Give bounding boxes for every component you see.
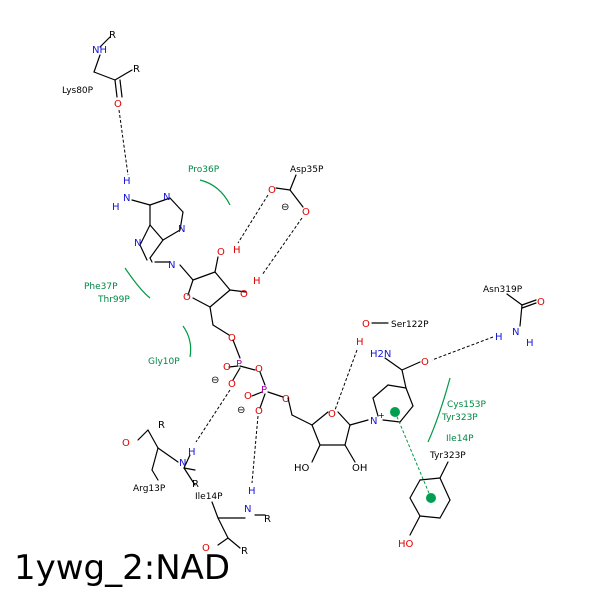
adenine-amine-h: H — [123, 176, 131, 187]
adenine-amine-h2: H — [112, 202, 120, 213]
lys80-label: Lys80P — [62, 86, 94, 96]
ser122-residue: O H Ser122P — [356, 319, 429, 348]
arg13-h: H — [188, 447, 196, 458]
phosphate-b-o1: O — [244, 391, 252, 402]
cys153-contact-arc — [427, 377, 451, 443]
ser122-o: O — [362, 319, 370, 330]
phosphate-b-o3: O — [282, 394, 290, 405]
asp35-o1: O — [268, 185, 276, 196]
nicotinamide-ribose-oh1: HO — [294, 463, 310, 474]
asn319-label: Asn319P — [483, 285, 523, 295]
hbond-lys80-adenine — [118, 109, 129, 176]
phosphate-a-p: P — [236, 359, 242, 370]
adenine-amine-n: N — [123, 193, 130, 204]
tyr323-ring-centroid — [426, 493, 436, 503]
ile14-n: N — [244, 504, 251, 515]
lys80-nh: NH — [92, 45, 107, 56]
nicotinamide-n: N — [370, 416, 377, 427]
asn319-h1: H — [495, 332, 503, 343]
asn319-h2: H — [526, 338, 534, 349]
asn319-residue: Asn319P O N H H — [483, 285, 545, 349]
ribose-ring-o: O — [183, 292, 191, 303]
ser122-label: Ser122P — [391, 320, 429, 330]
nicotinamide-ring: N + H2N O — [370, 349, 429, 427]
asp35-o2: O — [302, 207, 310, 218]
asp35-charge: ⊖ — [281, 202, 289, 213]
gly10-label: Gly10P — [148, 357, 180, 367]
nicotinamide-ribose-oh2: OH — [352, 463, 367, 474]
pro36-label: Pro36P — [188, 165, 220, 175]
tyr323-residue: Tyr323P HO — [398, 451, 466, 550]
nicotinamide-amine: H2N — [370, 349, 391, 360]
lys80-r2: R — [133, 64, 140, 75]
hbond-asp35-ribose-o3 — [261, 217, 303, 276]
cys153-label: Cys153P — [447, 400, 486, 410]
phosphate-a-charge: ⊖ — [211, 375, 219, 386]
adenine-ring: N N N N H N H — [112, 176, 185, 271]
hbond-asp35-ribose-o2 — [237, 194, 269, 244]
phosphate-bridge-o: O — [255, 364, 263, 375]
phosphate-b-p: P — [261, 385, 267, 396]
ile14-contact-label: Ile14P — [446, 434, 474, 444]
hbond-ser122-ribose — [334, 349, 358, 411]
lys80-r1: R — [109, 30, 116, 41]
ser122-h: H — [356, 337, 364, 348]
tyr323-ho: HO — [398, 539, 414, 550]
arg13-n: N — [179, 458, 186, 469]
adenine-n7: N — [134, 238, 141, 249]
ile14-label: Ile14P — [195, 492, 223, 502]
lys80-o: O — [114, 99, 122, 110]
ribose-o3: O — [240, 289, 248, 300]
ribose-o2: O — [217, 247, 225, 258]
pro36-contact-arc — [199, 179, 231, 206]
phosphate-a-o1: O — [223, 362, 231, 373]
nicotinamide-plus: + — [378, 411, 385, 420]
ile14-residue: Ile14P N H R O R — [195, 486, 271, 557]
tyr323-contact-label: Tyr323P — [441, 413, 478, 423]
arg13-r1: R — [158, 420, 165, 431]
adenosine-ribose: O O H O H O — [179, 245, 261, 344]
gly10-contact-arc — [182, 325, 192, 358]
ile14-r1: R — [264, 514, 271, 525]
arg13-r2: R — [192, 479, 199, 490]
hbond-phosphate-ile14 — [251, 415, 259, 484]
adenine-n3: N — [178, 224, 185, 235]
adenine-n9: N — [168, 260, 175, 271]
nicotinamide-ribose-o: O — [328, 409, 336, 420]
phe37-label: Phe37P — [84, 282, 118, 292]
ribose-o5: O — [228, 333, 236, 344]
tyr323-label: Tyr323P — [429, 451, 466, 461]
asn319-o: O — [537, 297, 545, 308]
ile14-r2: R — [241, 546, 248, 557]
arg13-o: O — [122, 438, 130, 449]
phosphate-a-o2: O — [228, 379, 236, 390]
asn319-n: N — [512, 327, 519, 338]
asp35-residue: O O ⊖ Asp35P — [268, 165, 324, 218]
diphosphate-bridge: P O O ⊖ O P O O ⊖ O — [211, 339, 290, 417]
hbond-phosphate-arg13 — [195, 389, 231, 443]
phosphate-b-o2: O — [255, 406, 263, 417]
arg13-label: Arg13P — [133, 484, 166, 494]
ribose-o3-h: H — [253, 276, 261, 287]
diagram-title: 1ywg_2:NAD — [14, 548, 231, 588]
nicotinamide-o: O — [421, 357, 429, 368]
hbond-asn319-amide — [431, 336, 494, 361]
asp35-label: Asp35P — [290, 165, 324, 175]
ile14-o: O — [202, 543, 210, 554]
phosphate-b-charge: ⊖ — [237, 405, 245, 416]
phe37-contact-arc — [124, 267, 151, 299]
arg13-residue: O R N H R Arg13P — [122, 420, 199, 494]
lys80-residue: NH R R O Lys80P — [62, 30, 140, 110]
thr99-label: Thr99P — [97, 295, 130, 305]
adenine-n1: N — [163, 192, 170, 203]
ribose-o2-h: H — [233, 245, 241, 256]
nicotinamide-ribose: O HO OH — [287, 397, 369, 474]
ile14-h: H — [248, 486, 256, 497]
pi-stacking-line — [394, 411, 432, 499]
